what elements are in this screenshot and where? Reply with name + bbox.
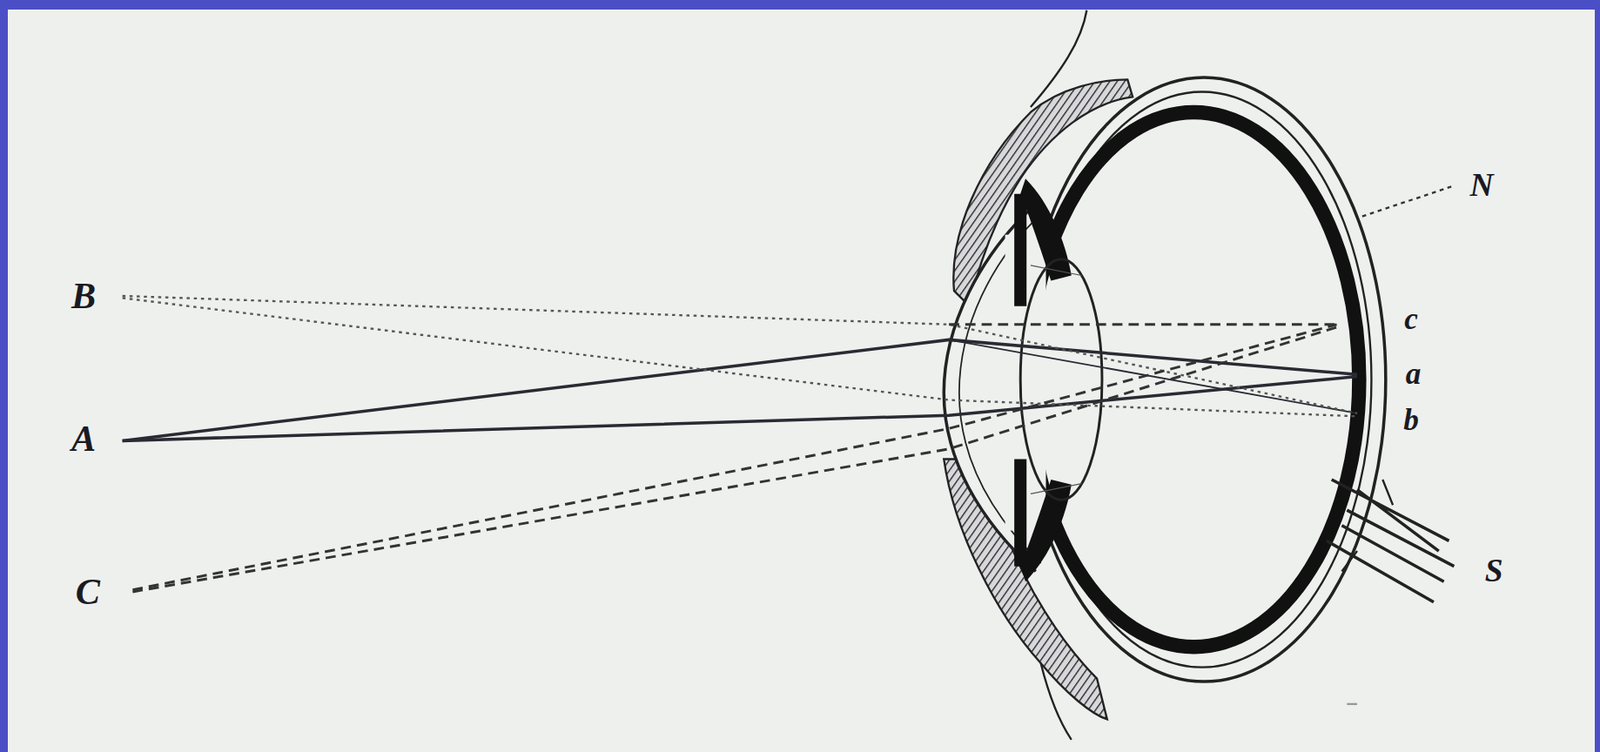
point-label: A	[71, 420, 96, 458]
part-label: S	[1485, 555, 1504, 589]
part-label: N	[1469, 169, 1493, 203]
image-point-label: a	[1405, 359, 1422, 390]
image-point-label: c	[1404, 303, 1419, 335]
point-label: C	[75, 573, 101, 611]
point-label: B	[71, 277, 96, 315]
image-point-label: b	[1403, 404, 1419, 436]
